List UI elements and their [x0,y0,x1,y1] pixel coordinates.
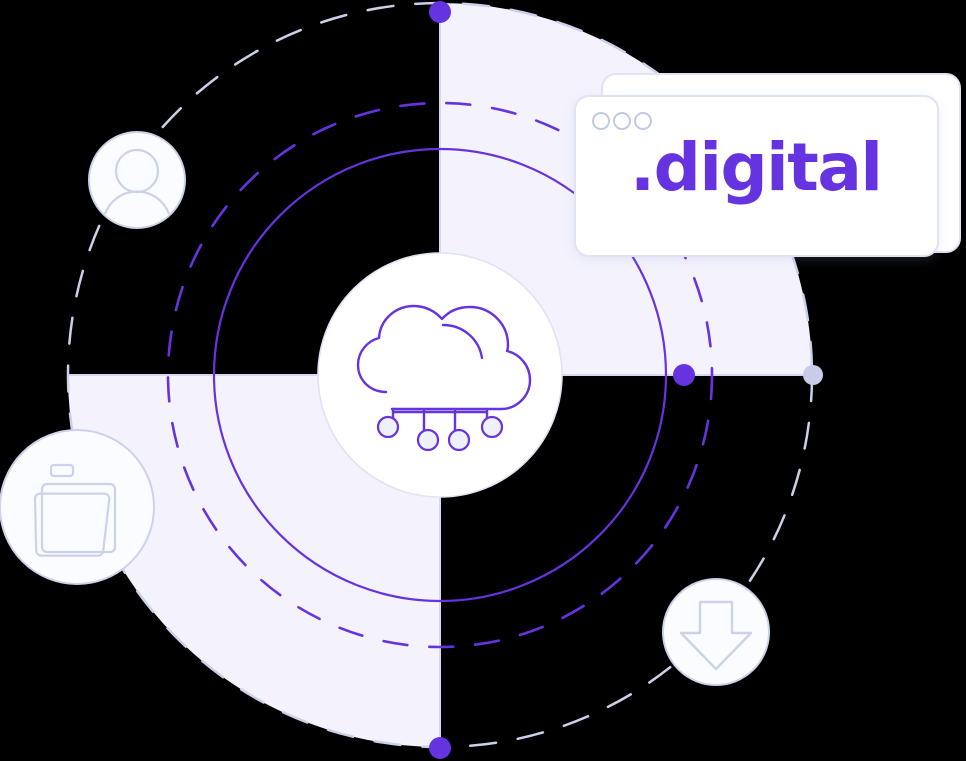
orbit-node-top[interactable] [429,1,451,23]
browser-traffic-lights [592,112,652,130]
window-dot-3[interactable] [634,112,652,130]
window-dot-1[interactable] [592,112,610,130]
window-dot-2[interactable] [613,112,631,130]
quadrant-bottom-left [68,375,440,747]
orbit-node-bottom[interactable] [429,737,451,759]
folder-badge-circle [0,429,155,585]
browser-window-front[interactable] [574,95,939,257]
user-badge-circle [88,131,186,229]
orbit-node-right-outer[interactable] [803,365,823,385]
folder-badge[interactable] [0,429,155,585]
center-cloud-badge[interactable] [317,252,563,498]
browser-window-stack[interactable] [574,73,961,257]
download-badge-circle [662,578,770,686]
cloud-network-nodes [376,415,504,452]
ring-mid-dashed [166,101,714,649]
ring-inner-solid [212,147,668,603]
orbit-node-right-inner[interactable] [673,364,695,386]
download-badge[interactable] [662,578,770,686]
center-badge-circle [317,252,563,498]
folder-icon [33,463,117,557]
orbit-nodes [429,1,823,759]
user-badge[interactable] [88,131,186,229]
user-icon [103,148,171,215]
download-arrow-icon [679,600,753,671]
